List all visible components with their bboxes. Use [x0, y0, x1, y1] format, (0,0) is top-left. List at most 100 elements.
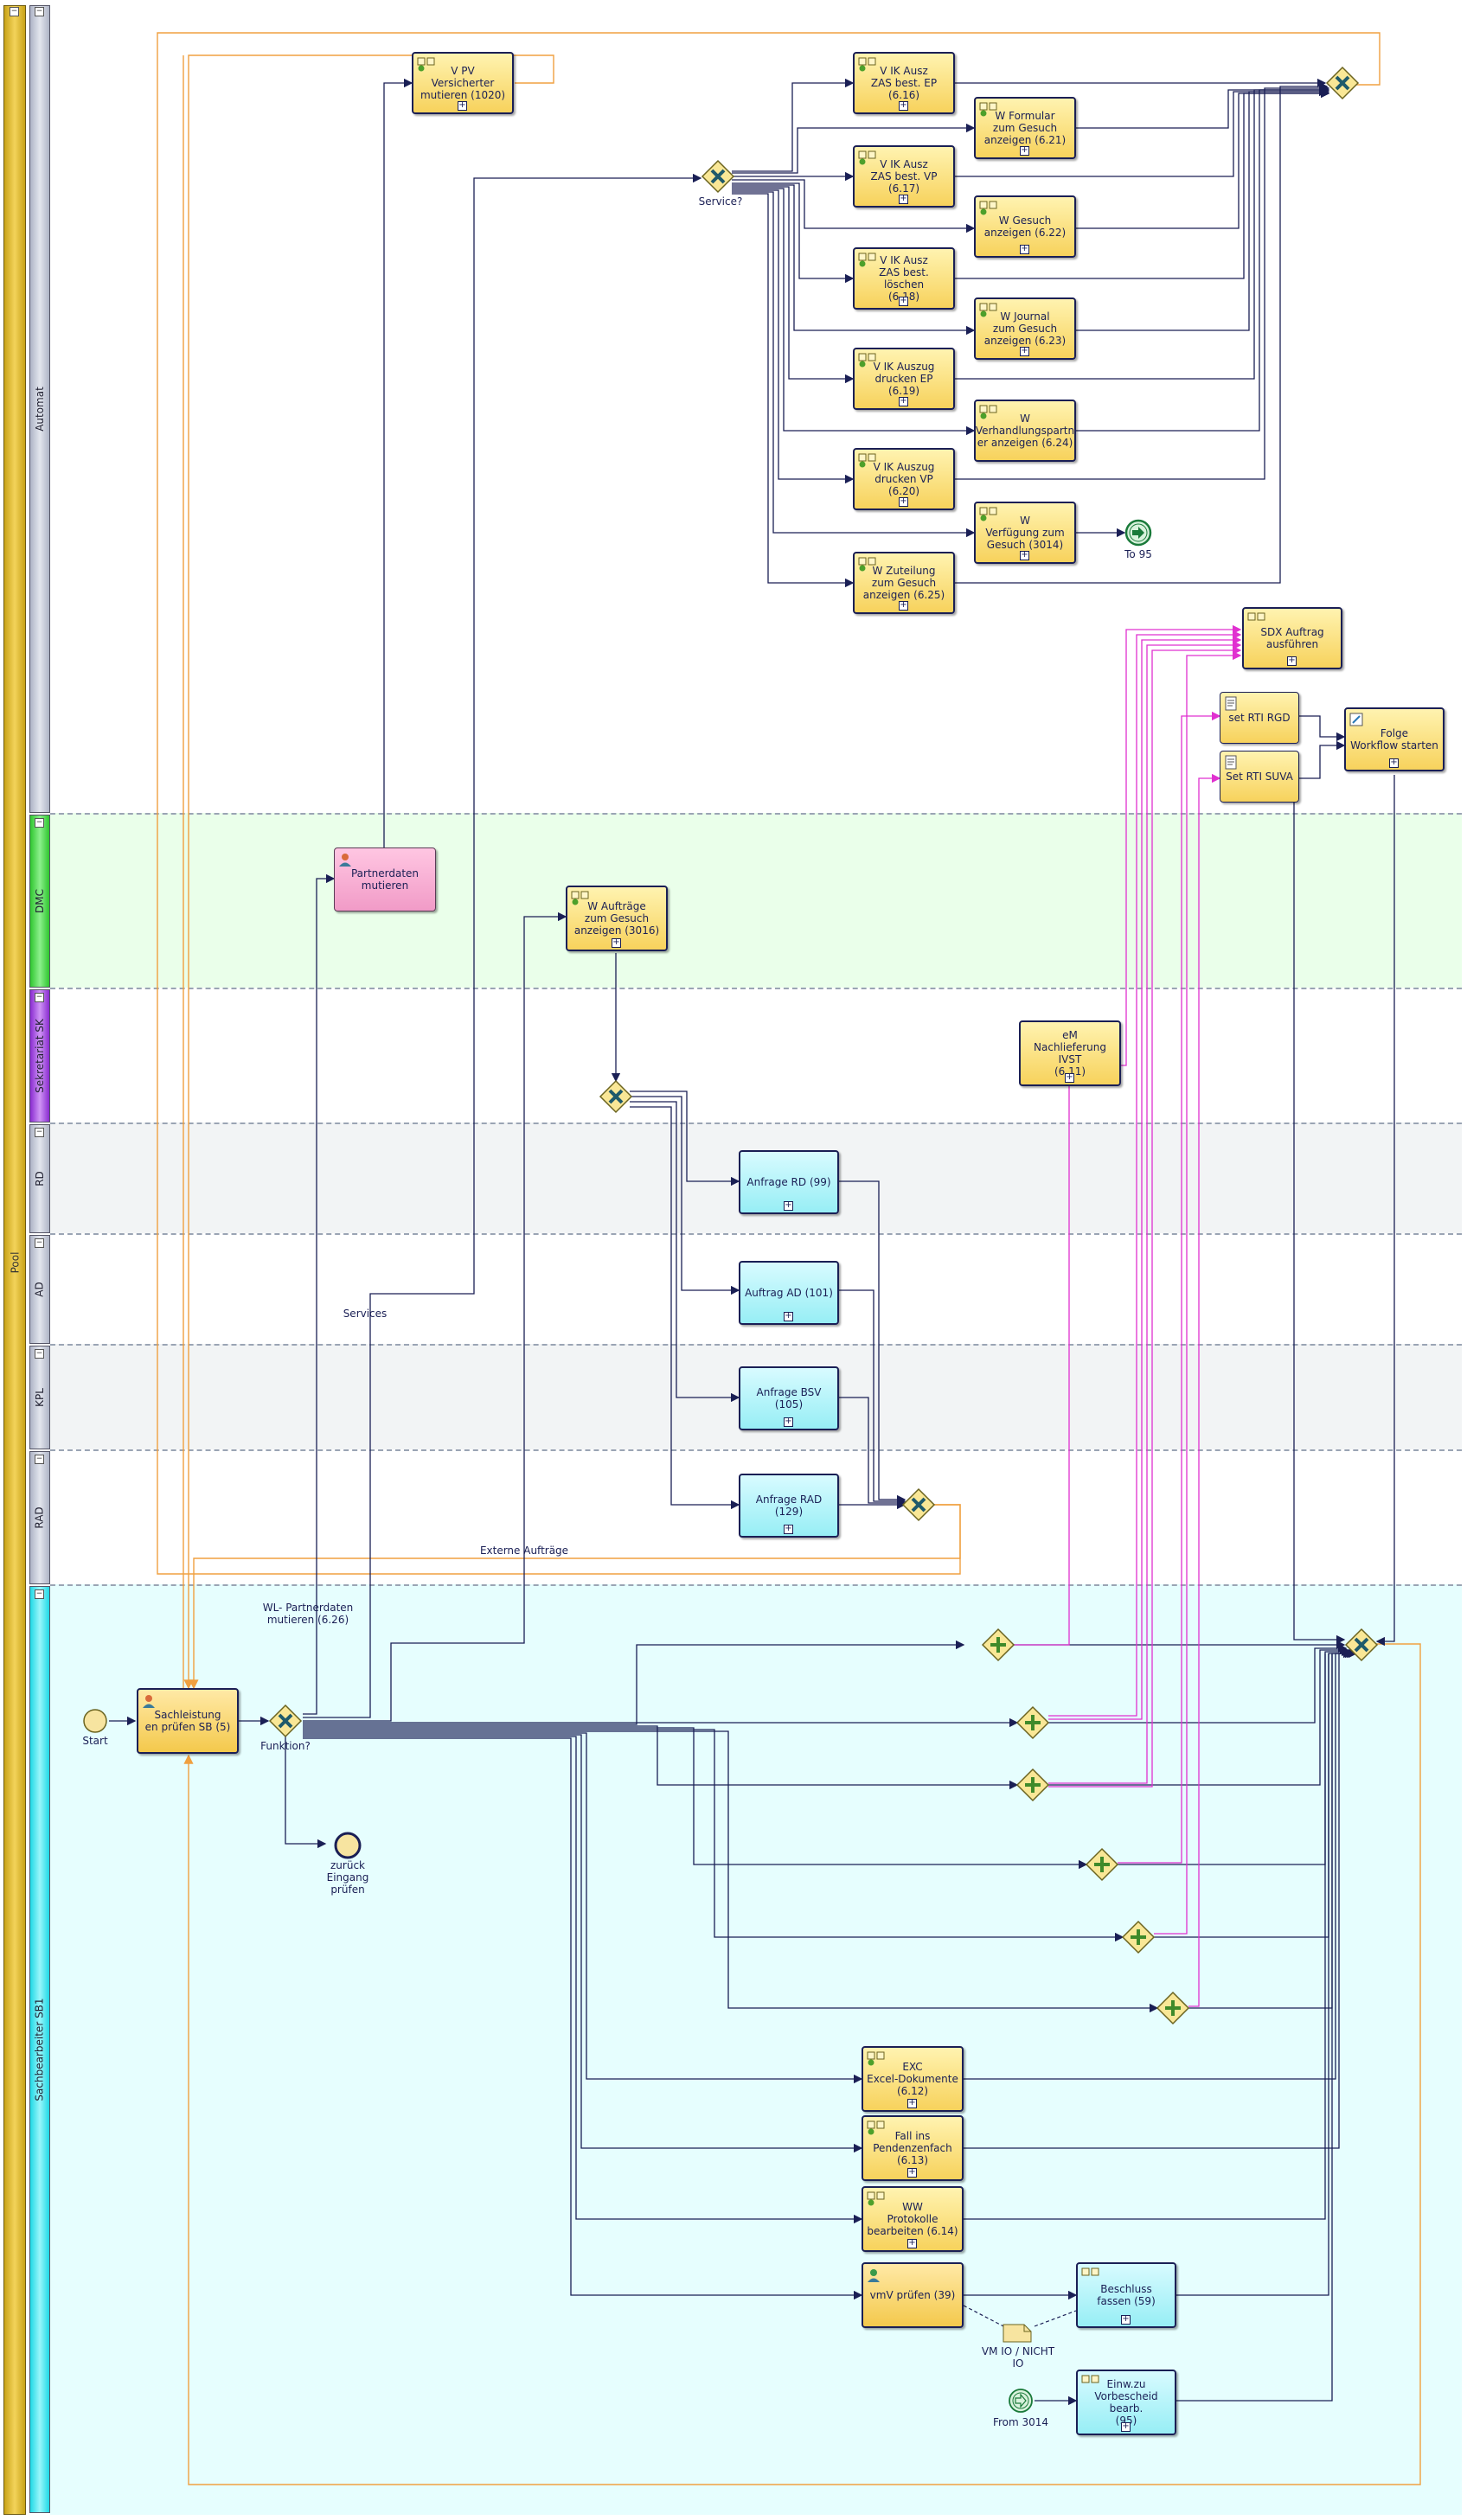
subprocess-expand-icon[interactable]: + [899, 296, 908, 306]
lane-ad[interactable]: AD [29, 1235, 50, 1344]
task-em-nachlieferung[interactable]: eM Nachlieferung IVST (6.11) + [1019, 1020, 1121, 1086]
auftraege-gateway[interactable] [599, 1079, 633, 1114]
service-task-icon [979, 201, 997, 215]
subprocess-expand-icon[interactable]: + [899, 100, 908, 111]
task-beschluss[interactable]: Beschluss fassen (59) + [1076, 2262, 1176, 2328]
task-partnerdaten[interactable]: Partnerdaten mutieren [334, 847, 436, 911]
start-event[interactable] [83, 1709, 107, 1733]
flow [630, 1101, 740, 1403]
task-anfrage-rd[interactable]: Anfrage RD (99) + [739, 1150, 839, 1214]
flow [1176, 1653, 1329, 2296]
subprocess-expand-icon[interactable]: + [784, 1417, 793, 1427]
subprocess-expand-icon[interactable]: + [1020, 550, 1029, 560]
task-w-verhandlung[interactable]: W Verhandlungspartn er anzeigen (6.24) [974, 400, 1076, 462]
task-v-ik-loeschen[interactable]: V IK Ausz ZAS best. löschen (6.18) + [853, 247, 955, 310]
task-folge-workflow[interactable]: Folge Workflow starten + [1344, 707, 1445, 771]
link-event-to-95-icon[interactable] [1124, 519, 1152, 547]
subprocess-expand-icon[interactable]: + [458, 100, 467, 111]
lane-kpl[interactable]: KPL [29, 1346, 50, 1449]
lane-sb1[interactable]: Sachbearbeiter SB1 [29, 1586, 50, 2513]
flow-magenta [1121, 624, 1242, 1066]
lane-collapse-icon[interactable]: − [35, 818, 44, 828]
lane-collapse-icon[interactable]: − [35, 1455, 44, 1464]
lane-collapse-icon[interactable]: − [35, 1589, 44, 1599]
task-set-rti-suva[interactable]: Set RTI SUVA [1220, 751, 1299, 803]
task-w-formular[interactable]: W Formular zum Gesuch anzeigen (6.21) + [974, 97, 1076, 159]
subprocess-expand-icon[interactable]: + [1020, 244, 1029, 254]
task-w-auftraege[interactable]: W Aufträge zum Gesuch anzeigen (3016) + [566, 886, 668, 951]
task-exc-excel[interactable]: EXC Excel-Dokumente (6.12) + [862, 2046, 964, 2112]
subprocess-expand-icon[interactable]: + [1389, 758, 1399, 768]
anfragen-merge-gateway[interactable] [901, 1487, 936, 1522]
task-v-ik-ep[interactable]: V IK Ausz ZAS best. EP (6.16) + [853, 52, 955, 114]
lane-rd[interactable]: RD [29, 1124, 50, 1233]
subprocess-expand-icon[interactable]: + [1065, 1072, 1074, 1083]
lane-bg-dmc [50, 813, 1462, 988]
lane-rad[interactable]: RAD [29, 1451, 50, 1584]
task-label: V IK Ausz ZAS best. EP (6.16) [870, 65, 938, 101]
subprocess-expand-icon[interactable]: + [1020, 346, 1029, 356]
subprocess-expand-icon[interactable]: + [784, 1200, 793, 1211]
lane-collapse-icon[interactable]: − [35, 1349, 44, 1359]
task-sachleistung[interactable]: Sachleistung en prüfen SB (5) [137, 1688, 239, 1754]
subprocess-expand-icon[interactable]: + [1287, 656, 1297, 666]
task-v-ik-drucken-vp[interactable]: V IK Auszug drucken VP (6.20) + [853, 448, 955, 510]
subprocess-expand-icon[interactable]: + [1121, 2314, 1131, 2325]
lane-dmc[interactable]: DMC [29, 815, 50, 988]
data-object-icon[interactable] [1003, 2324, 1032, 2343]
parallel-gateway[interactable] [1085, 1847, 1119, 1882]
subprocess-expand-icon[interactable]: + [899, 194, 908, 204]
task-sdx-auftrag[interactable]: SDX Auftrag ausführen + [1242, 607, 1342, 669]
parallel-gateway[interactable] [1156, 1991, 1190, 2025]
end-event-zurueck[interactable] [334, 1832, 362, 1859]
subprocess-expand-icon[interactable]: + [784, 1524, 793, 1534]
subprocess-expand-icon[interactable]: + [899, 600, 908, 611]
task-vmv-pruefen[interactable]: vmV prüfen (39) [862, 2262, 964, 2328]
parallel-gateway[interactable] [1015, 1768, 1050, 1802]
link-event-from-3014-icon[interactable] [1009, 2389, 1033, 2413]
task-w-gesuch[interactable]: W Gesuch anzeigen (6.22) + [974, 195, 1076, 258]
task-label: W Formular zum Gesuch anzeigen (6.21) [983, 110, 1067, 146]
task-ww-protokolle[interactable]: WW Protokolle bearbeiten (6.14) + [862, 2186, 964, 2252]
task-w-journal[interactable]: W Journal zum Gesuch anzeigen (6.23) + [974, 297, 1076, 360]
task-fall-ins[interactable]: Fall ins Pendenzenfach (6.13) + [862, 2115, 964, 2181]
subprocess-expand-icon[interactable]: + [784, 1311, 793, 1321]
parallel-gateway[interactable] [1015, 1705, 1050, 1740]
task-w-zuteilung[interactable]: W Zuteilung zum Gesuch anzeigen (6.25) + [853, 552, 955, 614]
funktion-gateway[interactable] [268, 1704, 303, 1738]
parallel-gateway[interactable] [1121, 1920, 1156, 1954]
task-anfrage-bsv[interactable]: Anfrage BSV (105) + [739, 1366, 839, 1430]
subprocess-expand-icon[interactable]: + [907, 2238, 917, 2248]
task-w-verfuegung[interactable]: W Verfügung zum Gesuch (3014) + [974, 502, 1076, 564]
task-label: W Gesuch anzeigen (6.22) [983, 214, 1067, 239]
subprocess-expand-icon[interactable]: + [1121, 2421, 1131, 2432]
parallel-gateway[interactable] [981, 1628, 1015, 1662]
subprocess-expand-icon[interactable]: + [907, 2167, 917, 2178]
task-v-ik-vp[interactable]: V IK Ausz ZAS best. VP (6.17) + [853, 145, 955, 208]
service-task-icon [417, 57, 435, 72]
lane-collapse-icon[interactable]: − [35, 993, 44, 1002]
task-set-rti-rgd[interactable]: set RTI RGD [1220, 692, 1299, 744]
pool-collapse-icon[interactable]: − [10, 7, 19, 16]
flow [1176, 1653, 1333, 2402]
automat-merge-gateway[interactable] [1325, 66, 1360, 100]
lane-collapse-icon[interactable]: − [35, 1238, 44, 1248]
subprocess-expand-icon[interactable]: + [899, 396, 908, 406]
task-auftrag-ad[interactable]: Auftrag AD (101) + [739, 1261, 839, 1325]
subprocess-expand-icon[interactable]: + [907, 2098, 917, 2108]
flow-magenta [1118, 711, 1221, 1864]
task-v-ik-drucken-ep[interactable]: V IK Auszug drucken EP (6.19) + [853, 348, 955, 410]
task-anfrage-rad[interactable]: Anfrage RAD (129) + [739, 1474, 839, 1538]
lane-collapse-icon[interactable]: − [35, 1128, 44, 1137]
lane-collapse-icon[interactable]: − [35, 7, 44, 16]
task-einw-vorbescheid[interactable]: Einw.zu Vorbescheid bearb. (95) + [1076, 2370, 1176, 2435]
task-v-pv[interactable]: V PV Versicherter mutieren (1020) + [412, 52, 514, 114]
lane-automat[interactable]: Automat [29, 5, 50, 813]
subprocess-expand-icon[interactable]: + [1020, 145, 1029, 156]
final-merge-gateway[interactable] [1344, 1628, 1379, 1662]
subprocess-expand-icon[interactable]: + [612, 937, 621, 948]
service-gateway[interactable] [701, 159, 735, 194]
subprocess-expand-icon[interactable]: + [899, 496, 908, 507]
user-task-icon [143, 1695, 155, 1708]
lane-sekretariat[interactable]: Sekretariat SK [29, 989, 50, 1122]
